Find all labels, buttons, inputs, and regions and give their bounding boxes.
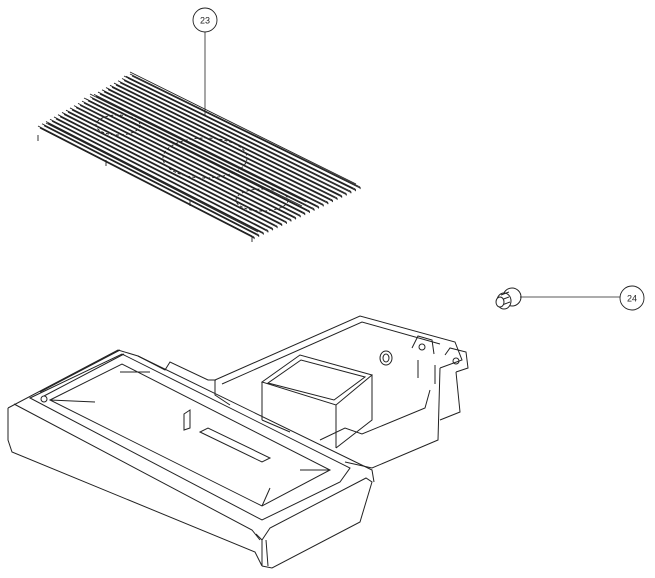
grille-bar xyxy=(81,100,305,215)
grille-bar-end xyxy=(302,211,306,216)
grille-bar xyxy=(109,84,338,200)
callout-23-label: 23 xyxy=(200,16,210,26)
grille-bar-end xyxy=(279,222,283,227)
grille-rail-mid xyxy=(83,93,307,207)
grille-rail-front xyxy=(39,122,259,237)
tray-inner-creases xyxy=(49,371,330,507)
grille-bar xyxy=(41,123,259,237)
grille-bar xyxy=(61,112,282,226)
grille-bar-end xyxy=(265,229,269,233)
chute-sides xyxy=(261,375,373,449)
housing-port-inner xyxy=(382,353,390,363)
grille-bar xyxy=(69,107,292,222)
callout-24-bubble xyxy=(619,285,645,311)
grille-bar-end xyxy=(307,209,310,214)
grille-bar-end xyxy=(274,224,278,229)
callout-23: 23 xyxy=(192,7,218,116)
grille-bar-end xyxy=(348,189,352,194)
tray-right-end xyxy=(261,477,373,569)
callout-24: 24 xyxy=(520,285,645,311)
grille-bar xyxy=(105,87,333,202)
grille-bar-end xyxy=(251,235,255,240)
tray-front-top-edge xyxy=(13,403,261,541)
housing-bracket xyxy=(411,335,469,421)
grille-bar-end xyxy=(311,207,315,211)
bracket-hole-2 xyxy=(452,357,460,365)
grille-bar-end xyxy=(284,220,287,224)
grille-bar-end xyxy=(270,226,274,231)
tray-slot xyxy=(198,427,272,463)
grille-bar xyxy=(45,121,264,235)
housing-side-left xyxy=(214,380,231,406)
grille-bar-end xyxy=(357,185,361,190)
grille-bar-end xyxy=(256,233,260,238)
grille-bar-end xyxy=(339,194,343,198)
grille-bar xyxy=(121,78,351,193)
grille-bars xyxy=(37,73,361,240)
grille-opening-center xyxy=(162,137,248,179)
grille-bar xyxy=(57,114,278,228)
grille-bar-end xyxy=(344,192,347,196)
grille-feet xyxy=(37,135,253,242)
housing-floor-edge xyxy=(319,389,431,441)
grille-rail-back xyxy=(123,71,357,189)
tray-back-wall xyxy=(137,355,216,381)
tray-rear-rib xyxy=(39,349,125,397)
grille-bar-end xyxy=(293,216,297,220)
grille-bar-end xyxy=(334,196,338,201)
grille-bar xyxy=(117,80,347,195)
tray-clip xyxy=(40,395,48,403)
fitting-part xyxy=(495,287,522,310)
tray-outer-top xyxy=(7,349,375,483)
grille-bar-end xyxy=(325,200,329,205)
grille-bar-end xyxy=(261,231,264,235)
housing-port xyxy=(379,350,393,366)
bracket-hole-1 xyxy=(418,343,426,351)
callout-23-bubble xyxy=(192,7,218,33)
grille-bar xyxy=(113,82,342,198)
grille-bar xyxy=(77,102,301,217)
housing-inner-top xyxy=(221,321,441,385)
grille-part xyxy=(37,71,361,242)
callout-24-label: 24 xyxy=(627,294,637,304)
grille-bar xyxy=(129,73,361,189)
grille-bar-end xyxy=(353,187,357,192)
chute-top xyxy=(260,354,374,406)
grille-bar xyxy=(101,89,328,204)
grille-bar-end xyxy=(316,205,320,209)
grille-bar xyxy=(97,91,324,206)
tray-right-lip xyxy=(255,533,269,567)
grille-bar xyxy=(49,118,269,232)
housing-side-right xyxy=(344,367,441,469)
grille-bar-end xyxy=(320,202,324,207)
grille-bar xyxy=(65,109,287,224)
tray-inner-rim xyxy=(28,353,351,521)
fitting-front xyxy=(495,296,505,308)
grille-bar xyxy=(53,116,273,230)
chute-top-inner xyxy=(266,359,367,401)
tray-tab xyxy=(183,409,191,431)
grille-bar-end xyxy=(330,198,334,203)
tray-assembly xyxy=(7,315,469,569)
grille-opening-left xyxy=(95,114,141,136)
housing-top-edge xyxy=(214,315,463,381)
grille-opening-right xyxy=(235,188,289,212)
tray-front-face xyxy=(7,408,263,567)
grille-bar-end xyxy=(288,218,292,222)
grille-bar xyxy=(73,105,296,219)
grille-bar xyxy=(93,93,319,208)
grille-bar-end xyxy=(297,213,301,218)
